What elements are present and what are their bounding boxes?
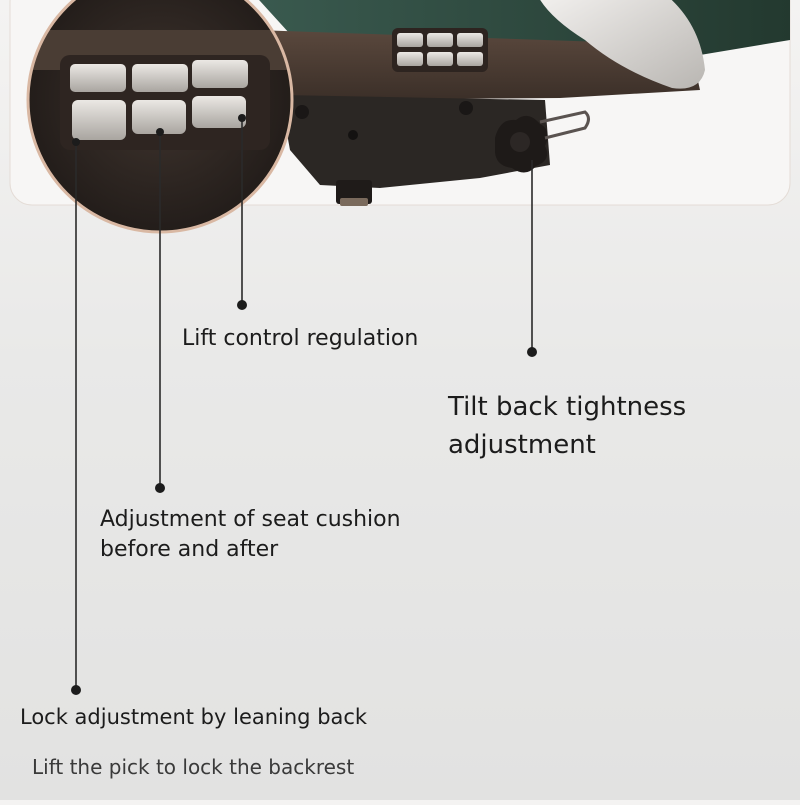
lock-adjustment-label: Lock adjustment by leaning back <box>20 705 368 729</box>
lock-hint-text: Lift the pick to lock the backrest <box>32 755 355 779</box>
tilt-back-label: Tilt back tightness adjustment <box>448 388 768 464</box>
lift-control-label: Lift control regulation <box>182 326 419 351</box>
seat-cushion-label-line2: before and after <box>100 537 279 562</box>
tilt-mechanism <box>280 95 550 188</box>
armrest <box>540 0 705 89</box>
panel-buttons-small <box>392 28 488 72</box>
seat-cushion-label: Adjustment of seat cushion before and af… <box>100 505 460 565</box>
tilt-back-label-line1: Tilt back tightness <box>448 392 687 422</box>
lever-rod <box>539 110 590 140</box>
tilt-back-label-line2: adjustment <box>448 430 596 460</box>
tilt-tension-knob <box>495 115 548 173</box>
seat-cushion-label-line1: Adjustment of seat cushion <box>100 507 401 532</box>
leader-lines <box>71 114 537 695</box>
